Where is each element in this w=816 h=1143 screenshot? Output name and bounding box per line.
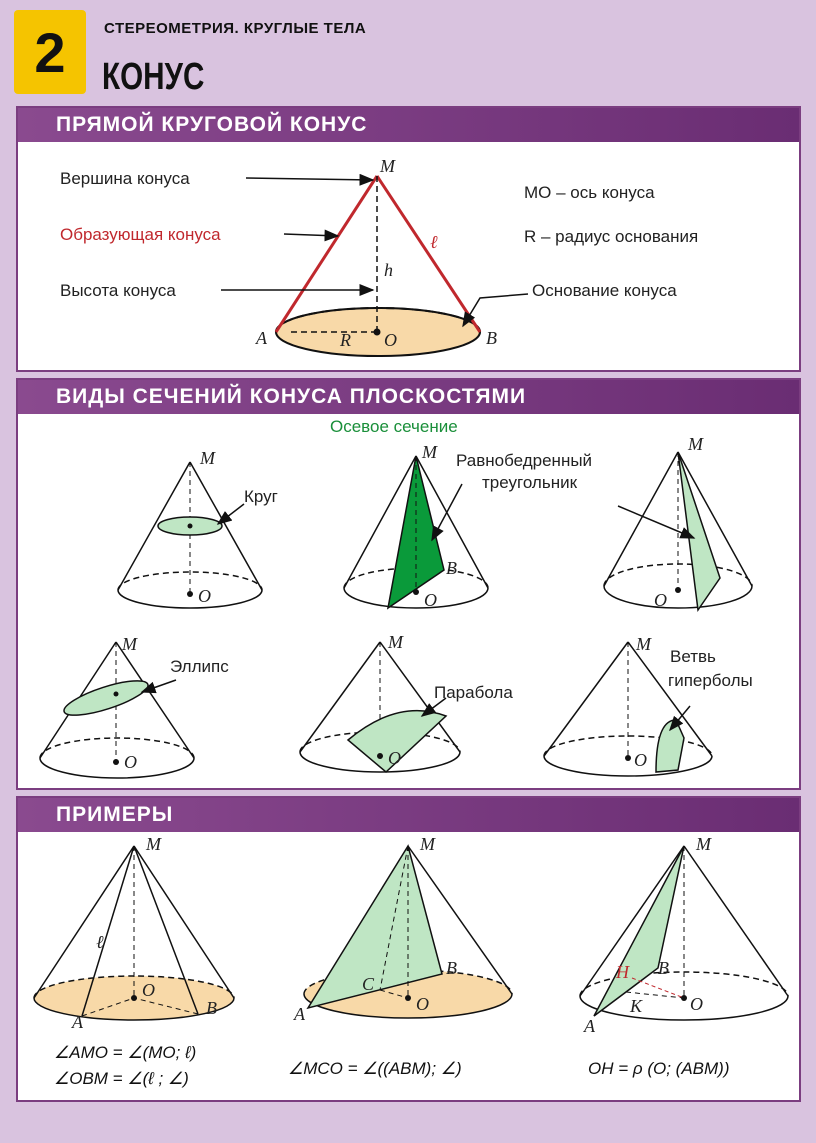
section-heading: ПРИМЕРЫ xyxy=(18,798,799,832)
generator-line xyxy=(274,175,379,333)
axis-definition: MO – ось конуса xyxy=(524,183,655,202)
right-cone-diagram: Вершина конуса Образующая конуса Высота … xyxy=(60,156,698,357)
triangle-label-1: Равнобедренный xyxy=(456,451,592,470)
point-m: M xyxy=(635,634,652,654)
point-m: M xyxy=(145,834,162,854)
formula-2: ∠MCO = ∠((ABM); ∠) xyxy=(288,1059,462,1078)
formula-1b: ∠OBM = ∠(ℓ ; ∠) xyxy=(54,1069,189,1088)
point-m: M xyxy=(695,834,712,854)
example-1-cone: M A B O ℓ ∠AMO = ∠(MO; ℓ) ∠OBM = ∠(ℓ ; ∠… xyxy=(33,834,235,1088)
point-h: H xyxy=(615,962,630,982)
point-o: O xyxy=(388,748,401,768)
point-a: A xyxy=(255,328,268,348)
chapter-number-badge: 2 xyxy=(14,10,86,94)
point-o: O xyxy=(198,586,211,606)
examples-diagram: M A B O ℓ ∠AMO = ∠(MO; ℓ) ∠OBM = ∠(ℓ ; ∠… xyxy=(33,834,789,1088)
point-b: B xyxy=(446,558,457,578)
formula-1a: ∠AMO = ∠(MO; ℓ) xyxy=(54,1043,196,1062)
section-cross-sections: ВИДЫ СЕЧЕНИЙ КОНУСА ПЛОСКОСТЯМИ Круг M O… xyxy=(16,378,801,790)
point-k: K xyxy=(629,996,643,1016)
cone-parabola-section: Парабола M O xyxy=(299,632,513,774)
ellipse-label: Эллипс xyxy=(170,657,229,676)
parabola-label: Парабола xyxy=(434,683,513,702)
point-o: O xyxy=(416,994,429,1014)
generator-label: Образующая конуса xyxy=(60,225,221,244)
point-a: A xyxy=(71,1012,84,1032)
point-c: C xyxy=(362,974,375,994)
section-heading: ПРЯМОЙ КРУГОВОЙ КОНУС xyxy=(18,108,799,142)
cone-ellipse-section: Эллипс M O xyxy=(39,634,229,779)
example-2-cone: M A B C O ∠MCO = ∠((ABM); ∠) xyxy=(288,834,513,1078)
subject-title: СТЕРЕОМЕТРИЯ. КРУГЛЫЕ ТЕЛА xyxy=(104,20,367,37)
hyperbola-label-2: гиперболы xyxy=(668,671,753,690)
cone-axial-section: Осевое сечение Равнобедренный треугольни… xyxy=(330,417,592,610)
point-o: O xyxy=(124,752,137,772)
page-title: КОНУС xyxy=(102,56,205,98)
point-b: B xyxy=(206,998,217,1018)
point-a: A xyxy=(293,1004,306,1024)
section-right-cone: ПРЯМОЙ КРУГОВОЙ КОНУС Вершина конуса Обр… xyxy=(16,106,801,372)
point-b: B xyxy=(658,958,669,978)
point-b: B xyxy=(446,958,457,978)
base-label: Основание конуса xyxy=(532,281,677,300)
point-o: O xyxy=(654,590,667,610)
point-m: M xyxy=(199,448,216,468)
height-letter: h xyxy=(384,260,393,280)
generator-letter: ℓ xyxy=(96,932,104,952)
formula-3: OH = ρ (O; (ABM)) xyxy=(588,1059,730,1078)
point-o: O xyxy=(384,330,397,350)
hyperbola-label-1: Ветвь xyxy=(670,647,716,666)
point-o: O xyxy=(634,750,647,770)
triangle-label-2: треугольник xyxy=(482,473,578,492)
point-m: M xyxy=(387,632,404,652)
radius-definition: R – радиус основания xyxy=(524,227,698,246)
circle-label: Круг xyxy=(244,487,278,506)
cone-triangle-section: M O xyxy=(603,434,753,613)
point-b: B xyxy=(486,328,497,348)
point-m: M xyxy=(379,156,396,176)
section-heading: ВИДЫ СЕЧЕНИЙ КОНУСА ПЛОСКОСТЯМИ xyxy=(18,380,799,414)
point-o: O xyxy=(690,994,703,1014)
point-o: O xyxy=(142,980,155,1000)
section-examples: ПРИМЕРЫ M A B O ℓ ∠AMO = ∠(MO; ℓ) ∠OBM =… xyxy=(16,796,801,1102)
generator-letter: ℓ xyxy=(430,232,438,252)
cone-hyperbola-section: Ветвь гиперболы M O xyxy=(543,634,753,777)
point-o: O xyxy=(424,590,437,610)
radius-letter: R xyxy=(339,330,351,350)
axial-section-label: Осевое сечение xyxy=(330,417,458,436)
vertex-label: Вершина конуса xyxy=(60,169,190,188)
point-m: M xyxy=(421,442,438,462)
cross-sections-diagram: Круг M O Осевое сечение Равнобедренный т… xyxy=(39,417,753,779)
cone-circle-section: Круг M O xyxy=(117,448,278,609)
point-m: M xyxy=(121,634,138,654)
height-label: Высота конуса xyxy=(60,281,176,300)
example-3-cone: M A B K H O OH = ρ (O; (ABM)) xyxy=(579,834,789,1078)
point-m: M xyxy=(419,834,436,854)
point-m: M xyxy=(687,434,704,454)
point-a: A xyxy=(583,1016,596,1036)
